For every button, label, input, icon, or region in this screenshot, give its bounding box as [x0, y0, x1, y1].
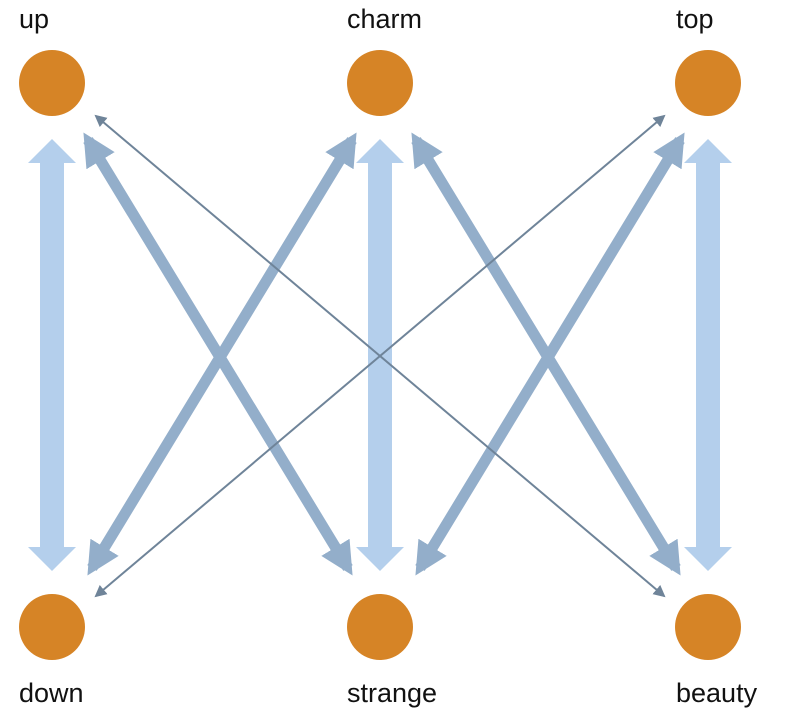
- label-down: down: [19, 678, 84, 708]
- arrow-top-down: [94, 114, 666, 598]
- label-charm: charm: [347, 4, 423, 34]
- arrow-up-down: [28, 139, 76, 571]
- label-beauty: beauty: [676, 678, 758, 708]
- node-up: [19, 50, 85, 116]
- node-beauty: [675, 594, 741, 660]
- label-strange: strange: [347, 678, 438, 708]
- node-strange: [347, 594, 413, 660]
- label-top: top: [676, 4, 714, 34]
- arrow-top-beauty: [684, 139, 732, 571]
- node-charm: [347, 50, 413, 116]
- node-top: [675, 50, 741, 116]
- label-up: up: [19, 4, 50, 34]
- node-down: [19, 594, 85, 660]
